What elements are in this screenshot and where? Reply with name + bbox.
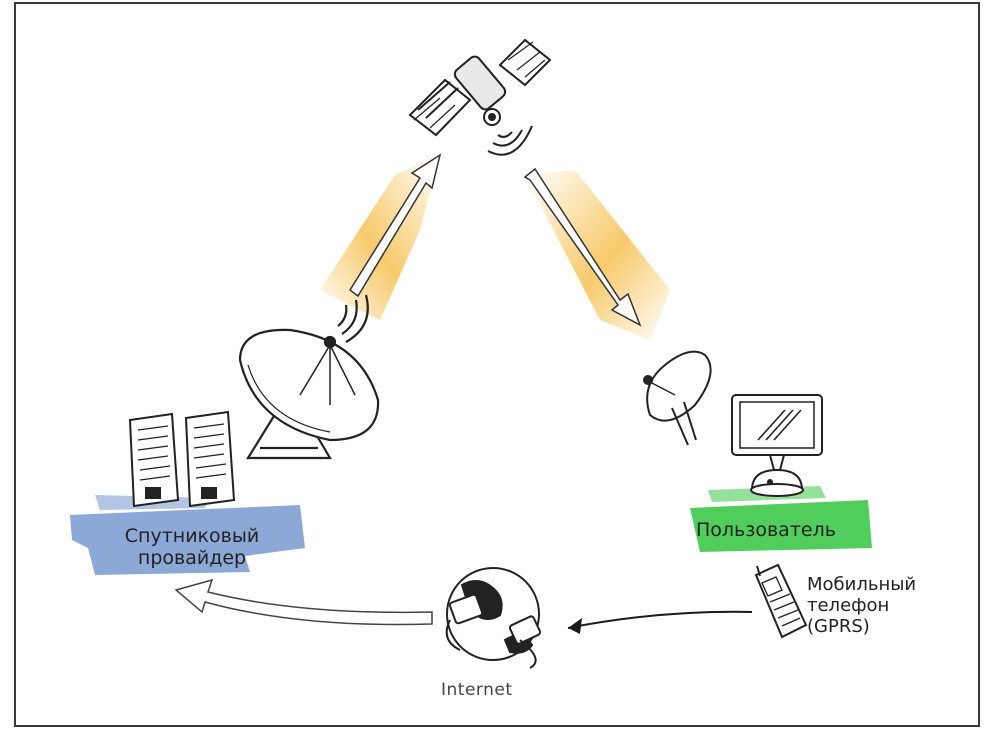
ground-station-dish-icon	[238, 294, 380, 460]
provider-label-line2: провайдер	[137, 547, 247, 570]
internet-globe-icon	[445, 567, 542, 669]
user-label: Пользователь	[696, 519, 836, 541]
internet-to-provider-arrow	[174, 578, 433, 626]
internet-label: Internet	[441, 680, 513, 700]
uplink-arrow	[348, 153, 442, 298]
server-racks-icon	[128, 410, 236, 508]
downlink-arrow	[523, 167, 642, 327]
provider-label: Спутниковый провайдер	[92, 525, 292, 570]
phone-label-line2: телефон	[807, 595, 890, 617]
phone-to-internet-arrow	[567, 610, 753, 634]
phone-label-line1: Мобильный	[807, 574, 917, 595]
mobile-phone-icon	[754, 563, 808, 639]
user-computer-icon	[731, 394, 823, 497]
phone-label: Мобильный телефон (GPRS)	[807, 574, 916, 638]
provider-label-line1: Спутниковый	[124, 525, 260, 547]
satellite-icon	[408, 38, 552, 156]
phone-label-line3: (GPRS)	[807, 616, 870, 638]
user-dish-icon	[643, 350, 712, 446]
